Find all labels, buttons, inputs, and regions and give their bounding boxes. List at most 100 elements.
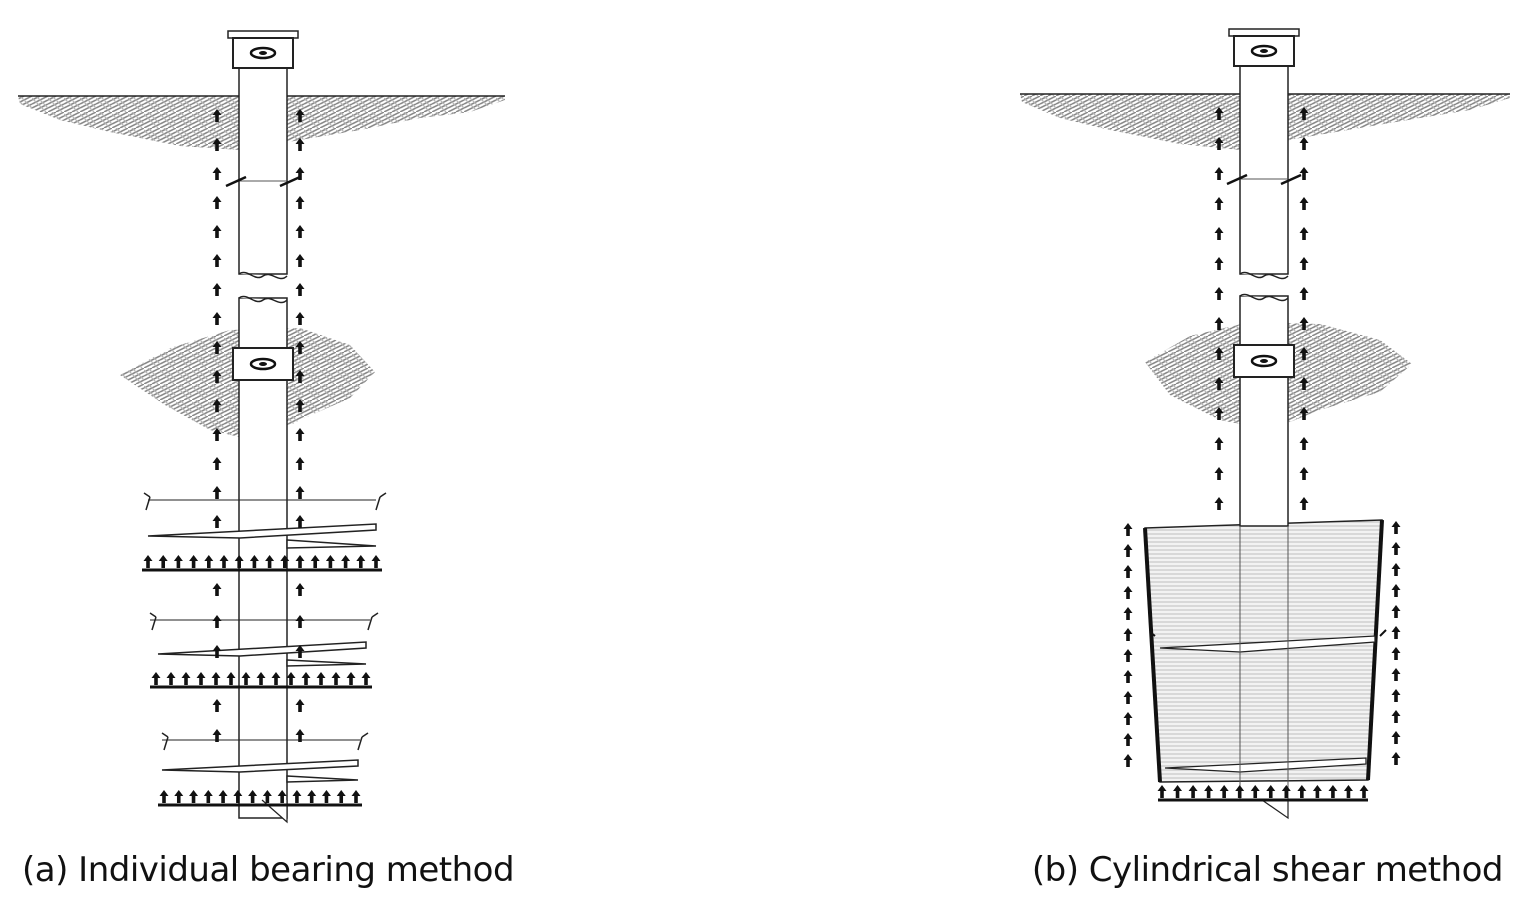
upward-arrow-icon bbox=[159, 790, 169, 803]
pile-cap bbox=[227, 30, 299, 69]
upward-arrow-icon bbox=[212, 312, 222, 325]
upward-arrow-icon bbox=[1391, 752, 1401, 765]
upward-arrow-icon bbox=[295, 196, 305, 209]
upward-arrow-icon bbox=[212, 486, 222, 499]
upward-arrow-icon bbox=[1299, 467, 1309, 480]
upward-arrow-icon bbox=[1157, 785, 1167, 798]
upward-arrow-icon bbox=[1214, 167, 1224, 180]
upward-arrow-icon bbox=[1281, 785, 1291, 798]
upward-arrow-icon bbox=[1391, 710, 1401, 723]
upward-arrow-icon bbox=[1299, 287, 1309, 300]
upward-arrow-icon bbox=[1297, 785, 1307, 798]
upward-arrow-icon bbox=[1391, 521, 1401, 534]
upward-arrow-icon bbox=[1250, 785, 1260, 798]
upward-arrow-icon bbox=[219, 555, 229, 568]
upward-arrow-icon bbox=[295, 428, 305, 441]
upward-arrow-icon bbox=[1299, 197, 1309, 210]
upward-arrow-icon bbox=[1188, 785, 1198, 798]
upward-arrow-icon bbox=[1299, 227, 1309, 240]
upward-arrow-icon bbox=[316, 672, 326, 685]
upward-arrow-icon bbox=[1123, 649, 1133, 662]
upward-arrow-icon bbox=[295, 283, 305, 296]
upward-arrow-icon bbox=[1299, 167, 1309, 180]
upward-arrow-icon bbox=[307, 790, 317, 803]
upward-arrow-icon bbox=[181, 672, 191, 685]
upward-arrow-icon bbox=[1391, 542, 1401, 555]
upward-arrow-icon bbox=[204, 555, 214, 568]
upward-arrow-icon bbox=[212, 699, 222, 712]
coupler bbox=[1233, 344, 1295, 378]
bearing-arrow-row bbox=[1157, 785, 1369, 798]
upward-arrow-icon bbox=[212, 457, 222, 470]
upward-arrow-icon bbox=[1214, 257, 1224, 270]
upward-arrow-icon bbox=[1123, 628, 1133, 641]
upward-arrow-icon bbox=[341, 555, 351, 568]
pile-cap bbox=[1228, 28, 1300, 67]
upward-arrow-icon bbox=[218, 790, 228, 803]
upward-arrow-icon bbox=[151, 672, 161, 685]
upward-arrow-icon bbox=[212, 196, 222, 209]
upward-arrow-icon bbox=[295, 515, 305, 528]
upward-arrow-icon bbox=[321, 790, 331, 803]
upward-arrow-icon bbox=[143, 555, 153, 568]
upward-arrow-icon bbox=[211, 672, 221, 685]
panel-a-individual-bearing bbox=[18, 30, 505, 824]
upward-arrow-icon bbox=[1214, 437, 1224, 450]
upward-arrow-icon bbox=[203, 790, 213, 803]
upward-arrow-icon bbox=[301, 672, 311, 685]
upward-arrow-icon bbox=[1391, 668, 1401, 681]
upward-arrow-icon bbox=[1391, 584, 1401, 597]
upward-arrow-icon bbox=[212, 515, 222, 528]
caption-panel-a: (a) Individual bearing method bbox=[22, 850, 515, 890]
upward-arrow-icon bbox=[351, 790, 361, 803]
upward-arrow-icon bbox=[1214, 317, 1224, 330]
upward-arrow-icon bbox=[1123, 565, 1133, 578]
upward-arrow-icon bbox=[295, 615, 305, 628]
upward-arrow-icon bbox=[1359, 785, 1369, 798]
helix-plates bbox=[143, 492, 387, 783]
upward-arrow-icon bbox=[1123, 754, 1133, 767]
upward-arrow-icon bbox=[295, 583, 305, 596]
upward-arrow-icon bbox=[226, 672, 236, 685]
pile-shaft bbox=[238, 67, 288, 824]
upward-arrow-icon bbox=[189, 790, 199, 803]
upward-arrow-icon bbox=[1328, 785, 1338, 798]
upward-arrow-icon bbox=[1123, 523, 1133, 536]
upward-arrow-icon bbox=[361, 672, 371, 685]
upward-arrow-icon bbox=[158, 555, 168, 568]
upward-arrow-icon bbox=[212, 283, 222, 296]
upward-arrow-icon bbox=[189, 555, 199, 568]
upward-arrow-icon bbox=[1214, 287, 1224, 300]
upward-arrow-icon bbox=[1214, 497, 1224, 510]
upward-arrow-icon bbox=[346, 672, 356, 685]
upward-arrow-icon bbox=[1123, 607, 1133, 620]
upward-arrow-icon bbox=[1123, 586, 1133, 599]
upward-arrow-icon bbox=[295, 312, 305, 325]
upward-arrow-icon bbox=[1214, 467, 1224, 480]
upward-arrow-icon bbox=[1299, 257, 1309, 270]
upward-arrow-icon bbox=[1391, 563, 1401, 576]
upward-arrow-icon bbox=[295, 254, 305, 267]
upward-arrow-icon bbox=[286, 672, 296, 685]
upward-arrow-icon bbox=[1214, 197, 1224, 210]
upward-arrow-icon bbox=[1123, 712, 1133, 725]
caption-panel-b: (b) Cylindrical shear method bbox=[1031, 850, 1504, 890]
shear-cylinder bbox=[1143, 519, 1387, 783]
upward-arrow-icon bbox=[1123, 670, 1133, 683]
upward-arrow-icon bbox=[1391, 689, 1401, 702]
upward-arrow-icon bbox=[1299, 497, 1309, 510]
panel-b-cylindrical-shear bbox=[1020, 28, 1510, 820]
upward-arrow-icon bbox=[1214, 227, 1224, 240]
upward-arrow-icon bbox=[295, 457, 305, 470]
upward-arrow-icon bbox=[1123, 691, 1133, 704]
upward-arrow-icon bbox=[212, 583, 222, 596]
upward-arrow-icon bbox=[212, 254, 222, 267]
upward-arrow-icon bbox=[212, 167, 222, 180]
upward-arrow-icon bbox=[336, 790, 346, 803]
joint-ticks bbox=[225, 175, 301, 188]
upward-arrow-icon bbox=[295, 225, 305, 238]
upward-arrow-icon bbox=[1219, 785, 1229, 798]
bearing-arrow-row-2 bbox=[151, 672, 371, 685]
upward-arrow-icon bbox=[1391, 626, 1401, 639]
upward-arrow-icon bbox=[212, 225, 222, 238]
